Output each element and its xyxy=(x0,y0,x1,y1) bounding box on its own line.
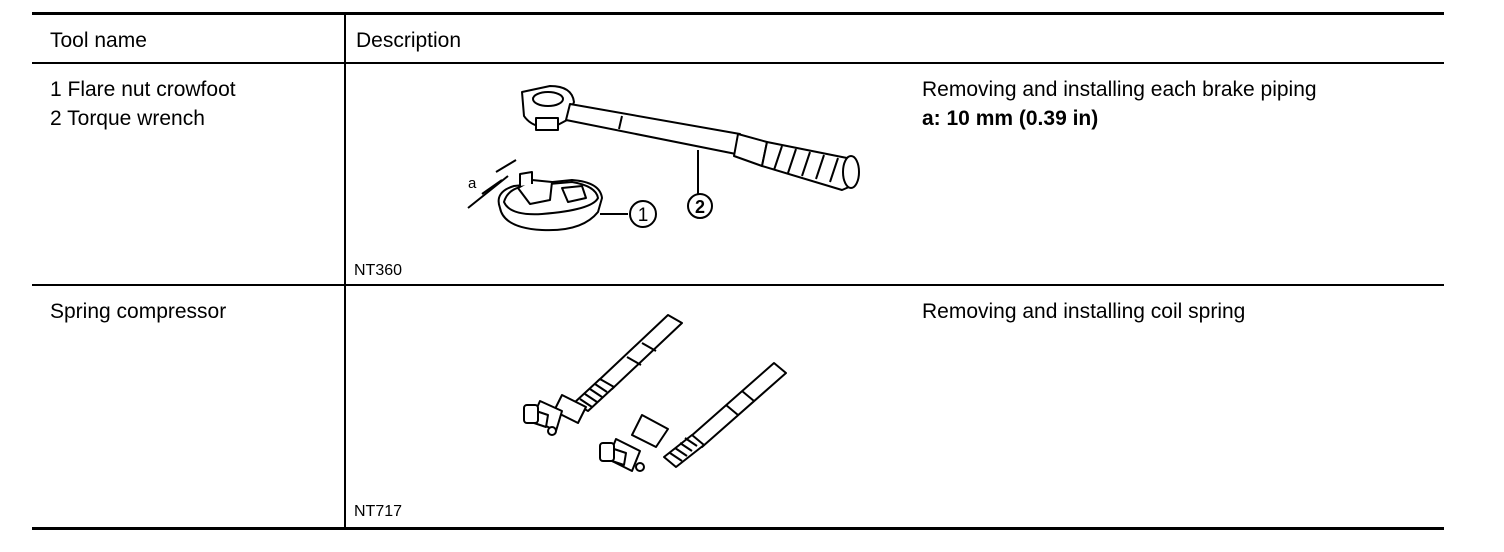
callout-1-label: 1 xyxy=(638,205,649,226)
tool-name-line-1: Spring compressor xyxy=(50,300,227,323)
header-tool-name: Tool name xyxy=(50,29,147,52)
description-text: Removing and installing each brake pipin… xyxy=(922,78,1317,101)
figure-code: NT360 xyxy=(354,262,403,279)
figure-code: NT717 xyxy=(354,503,403,520)
table-bottom-rule xyxy=(32,527,1444,530)
special-tools-table: Tool name Description 1 Flare nut crowfo… xyxy=(32,12,1444,530)
dimension-label: a xyxy=(468,175,477,192)
flare-nut-wrench-illustration: 1 2 a xyxy=(467,85,860,232)
column-divider xyxy=(344,12,346,530)
description-text: Removing and installing coil spring xyxy=(922,300,1246,323)
row-divider xyxy=(32,284,1444,286)
spring-compressor-illustration xyxy=(523,314,787,472)
specification-text: a: 10 mm (0.39 in) xyxy=(922,107,1099,130)
table-top-rule xyxy=(32,12,1444,15)
header-description: Description xyxy=(356,29,462,52)
tool-name-line-2: 2 Torque wrench xyxy=(50,107,205,130)
header-rule xyxy=(32,62,1444,64)
callout-2-label: 2 xyxy=(695,197,705,217)
tool-name-line-1: 1 Flare nut crowfoot xyxy=(50,78,236,101)
